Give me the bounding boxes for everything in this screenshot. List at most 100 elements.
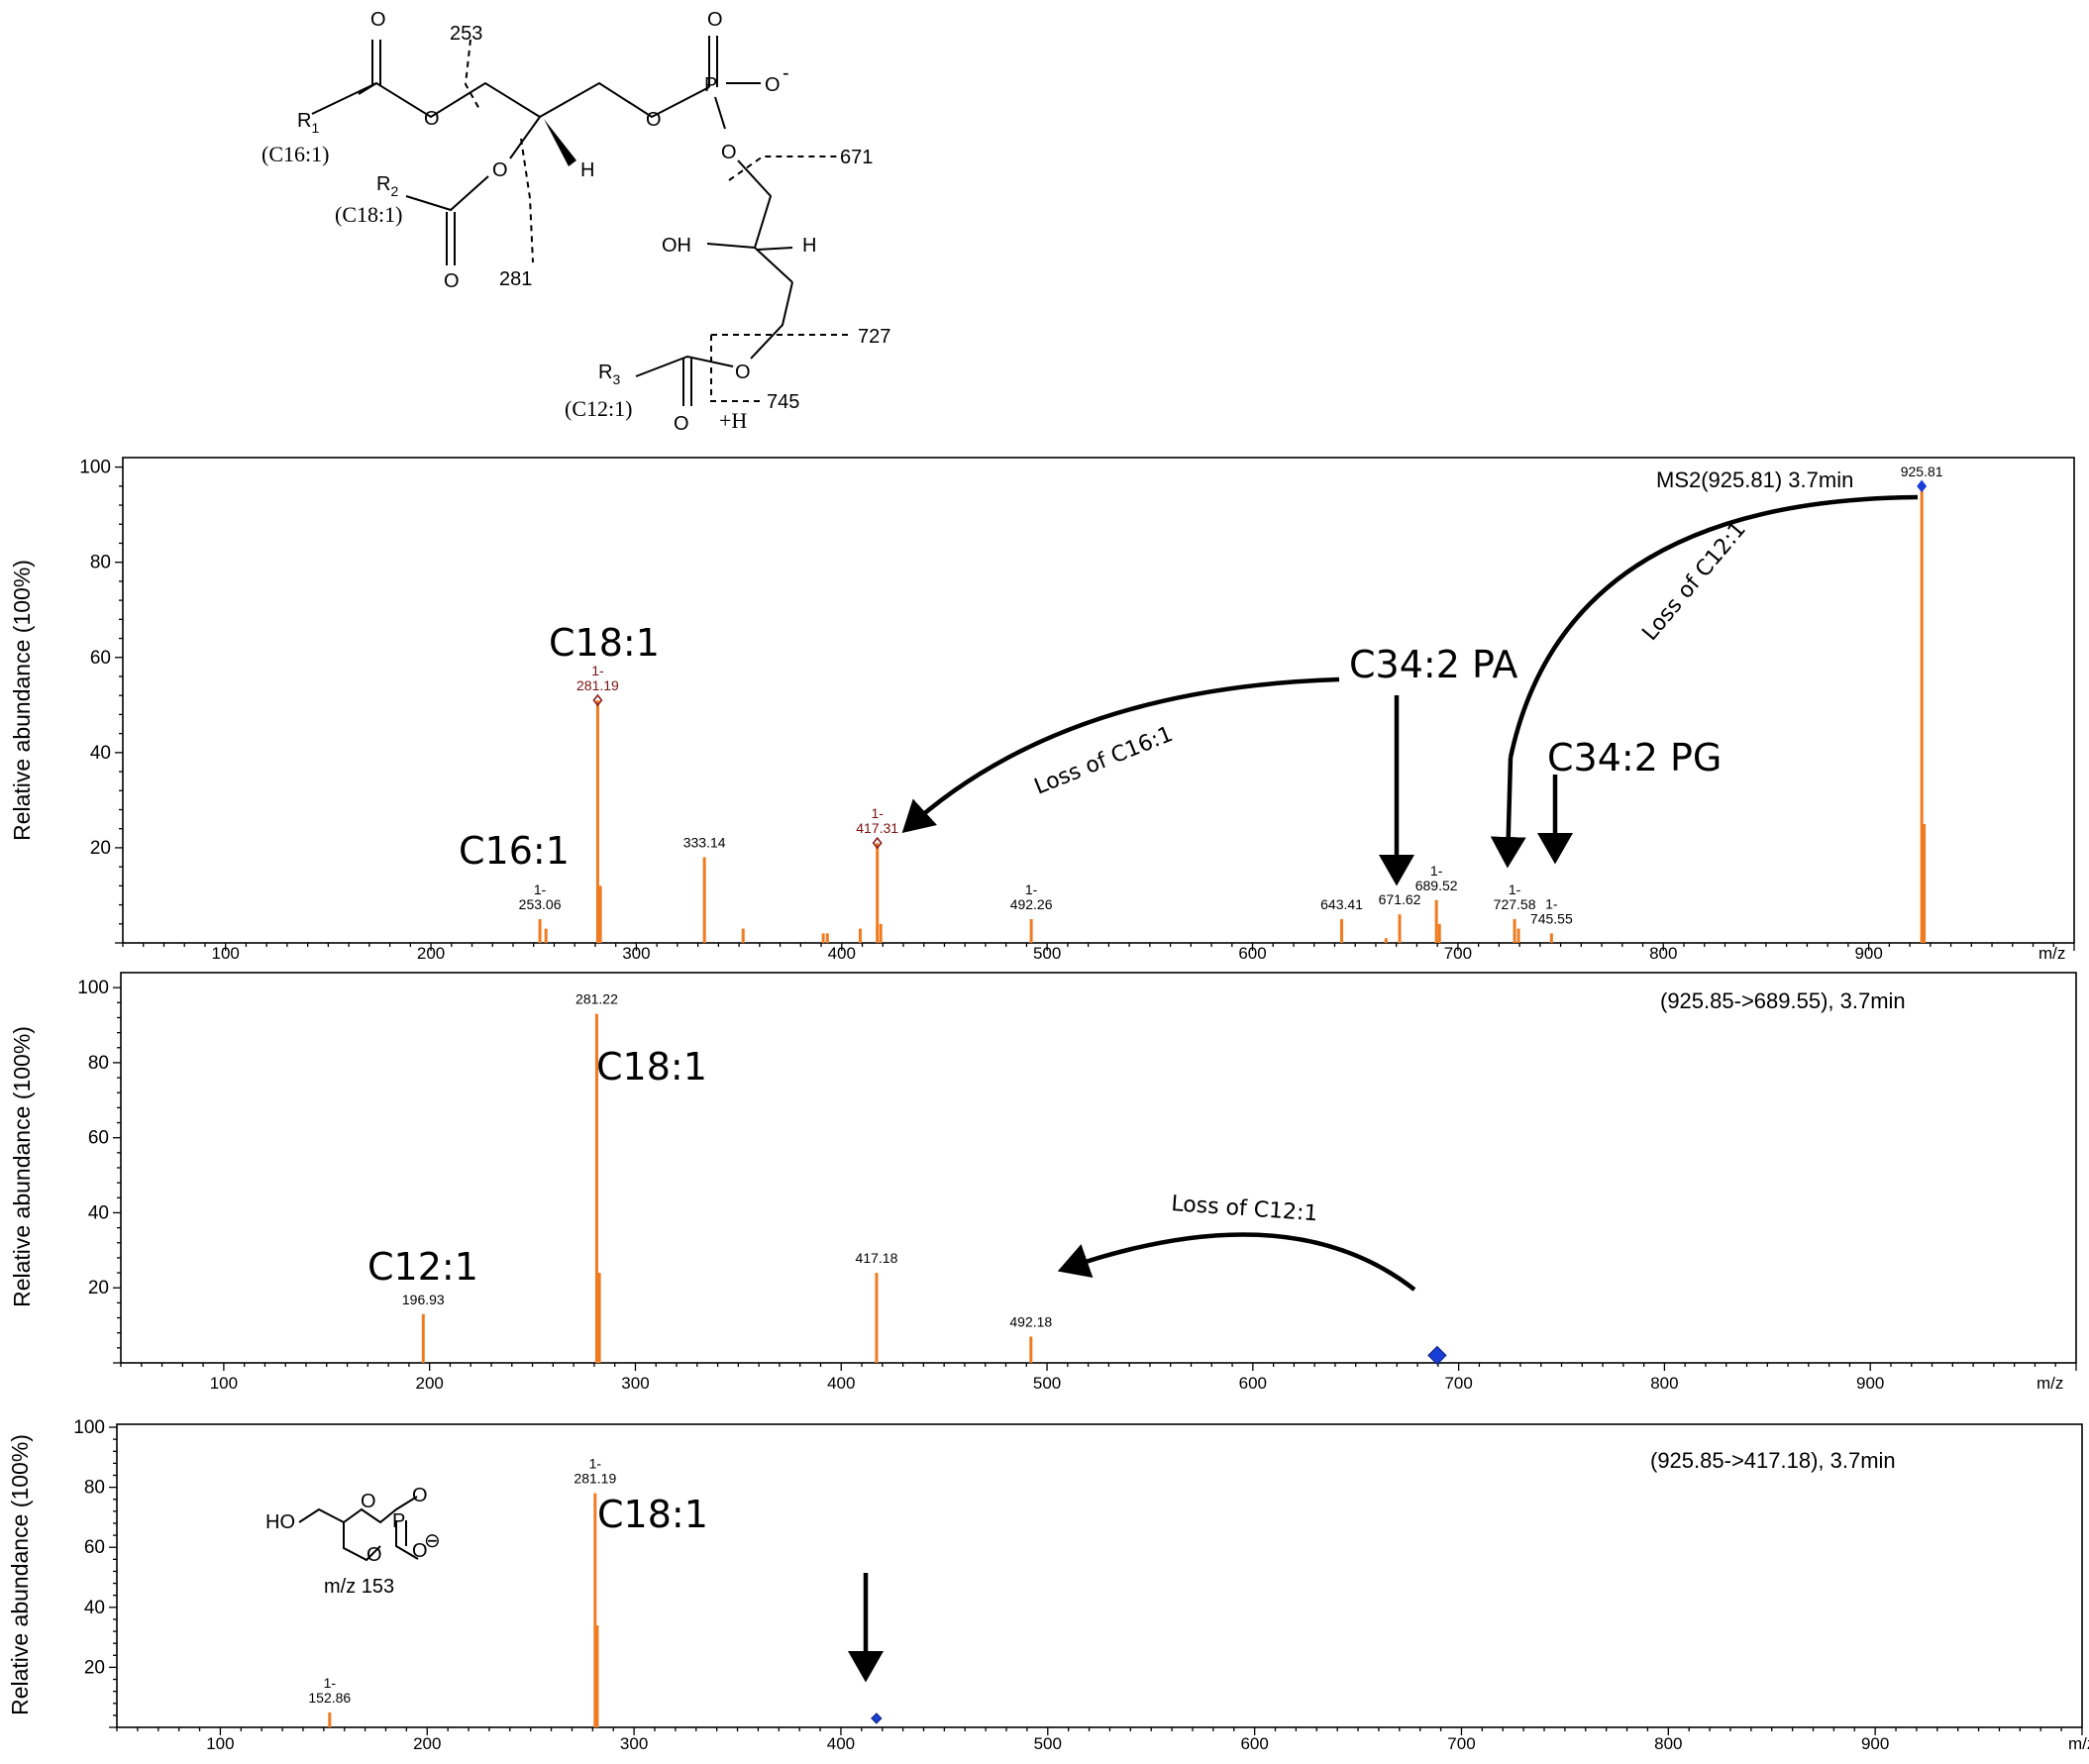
- panel-2-title: (925.85->689.55), 3.7min: [1660, 988, 1906, 1013]
- x-tick-label: 100: [206, 1734, 234, 1753]
- peak-label: 417.31: [856, 820, 898, 836]
- struct-o-9: O: [674, 413, 689, 435]
- struct-h-1: H: [580, 159, 594, 181]
- peak-label-charge: 1-: [589, 1456, 602, 1472]
- y-tick-label: 60: [90, 648, 111, 669]
- peak-label: 671.62: [1379, 891, 1421, 907]
- spectrum-panel-689: Relative abundance (100%) (925.85->689.5…: [9, 972, 2077, 1393]
- precursor-marker: [871, 1712, 883, 1724]
- x-tick-label: 200: [415, 1374, 443, 1393]
- y-tick-label: 20: [84, 1657, 105, 1678]
- inset-o-b: O: [366, 1544, 382, 1566]
- x-tick-label: 500: [1034, 1734, 1062, 1753]
- struct-o-7: O: [444, 270, 460, 292]
- inset-o-a: O: [361, 1491, 376, 1512]
- x-tick-label: 900: [1861, 1734, 1889, 1753]
- y-tick-label: 60: [88, 1128, 109, 1149]
- lipid-structure-diagram: O O O O P O - O O O O O R1 R2 R3 (C16:1)…: [261, 9, 890, 435]
- struct-h-2: H: [802, 235, 816, 257]
- inset-charge: ⊖: [424, 1530, 441, 1552]
- panel-1-arrow-to-727: [1490, 757, 1526, 869]
- peak-label: 492.26: [1010, 896, 1053, 912]
- y-tick-label: 100: [77, 978, 109, 998]
- y-tick-label: 40: [84, 1598, 105, 1618]
- peak-marker: [1917, 479, 1928, 493]
- x-tick-label: 200: [417, 944, 445, 963]
- x-tick-label: 200: [413, 1734, 441, 1753]
- panel-1-annotation-pa: C34:2 PA: [1349, 643, 1517, 686]
- panel-3-y-label: Relative abundance (100%): [7, 1434, 33, 1715]
- precursor-marker: [1427, 1345, 1447, 1366]
- peak-marker: [592, 693, 603, 707]
- struct-p: P: [704, 74, 717, 96]
- inset-caption: m/z 153: [324, 1576, 394, 1598]
- panel-3-peaks: [328, 1493, 599, 1727]
- struct-plus-h: +H: [719, 408, 747, 433]
- y-tick-label: 80: [84, 1478, 105, 1499]
- x-tick-label: 700: [1444, 944, 1472, 963]
- panel-2-annotation-c12-1: C12:1: [367, 1245, 478, 1289]
- panel-1-annotation-c16-1: C16:1: [459, 829, 570, 873]
- struct-o-3: O: [646, 109, 662, 131]
- struct-charge: -: [783, 62, 789, 84]
- x-axis-label: m/z: [2038, 944, 2065, 963]
- struct-r2: R2: [376, 173, 398, 199]
- struct-o-4: O: [707, 9, 723, 31]
- panel-2-annotation-c18-1: C18:1: [596, 1045, 707, 1089]
- peak-label: 492.18: [1009, 1313, 1052, 1329]
- x-tick-label: 900: [1856, 1374, 1884, 1393]
- x-tick-label: 500: [1033, 944, 1061, 963]
- panel-3-title: (925.85->417.18), 3.7min: [1650, 1448, 1896, 1473]
- struct-frag-727: 727: [858, 326, 890, 348]
- peak-label: 925.81: [1901, 464, 1943, 479]
- inset-p: P: [392, 1510, 405, 1532]
- panel-1-frame: [122, 457, 2075, 944]
- panel-1-annotation-loss-16-1: Loss of C16:1: [1031, 722, 1177, 800]
- struct-o-5: O: [721, 142, 737, 163]
- panel-1-y-label: Relative abundance (100%): [9, 560, 35, 841]
- peak-marker: [872, 836, 883, 850]
- panel-1-arrow-loss-12-1: [1508, 494, 1919, 759]
- x-tick-label: 800: [1649, 944, 1677, 963]
- x-tick-label: 600: [1238, 944, 1266, 963]
- x-tick-label: 100: [211, 944, 239, 963]
- y-tick-label: 60: [84, 1537, 105, 1558]
- peak-label-charge: 1-: [1545, 895, 1558, 911]
- y-tick-label: 40: [90, 743, 111, 764]
- x-tick-label: 600: [1240, 1734, 1268, 1753]
- struct-frag-745: 745: [767, 391, 799, 413]
- panel-1-peaks: [538, 485, 1927, 943]
- struct-o-minus: O: [765, 74, 781, 96]
- struct-c12-1: (C12:1): [565, 396, 632, 421]
- y-tick-label: 80: [88, 1053, 109, 1074]
- spectrum-panel-ms2: Relative abundance (100%) MS2(925.81) 3.…: [9, 457, 2075, 963]
- peak-label-charge: 1-: [534, 882, 547, 897]
- peak-label: 745.55: [1530, 910, 1573, 926]
- panel-3-peak-labels: 152.861-281.191-: [308, 1456, 883, 1724]
- x-tick-label: 800: [1654, 1734, 1682, 1753]
- struct-oh: OH: [662, 235, 691, 257]
- peak-label: 196.93: [402, 1292, 445, 1307]
- x-tick-label: 600: [1239, 1374, 1267, 1393]
- y-tick-label: 20: [90, 838, 111, 859]
- struct-o-6: O: [492, 159, 508, 181]
- peak-label: 253.06: [519, 896, 562, 912]
- peak-label: 152.86: [308, 1690, 351, 1706]
- y-tick-label: 100: [73, 1417, 105, 1438]
- x-tick-label: 400: [827, 1374, 855, 1393]
- struct-o-8: O: [735, 362, 751, 383]
- x-tick-label: 500: [1033, 1374, 1061, 1393]
- x-tick-label: 400: [827, 1734, 855, 1753]
- y-tick-label: 40: [88, 1202, 109, 1223]
- panel-3-frame: [116, 1423, 2083, 1728]
- x-tick-label: 300: [622, 944, 650, 963]
- panel-2-y-label: Relative abundance (100%): [9, 1026, 35, 1307]
- spectrum-panel-417: Relative abundance (100%) (925.85->417.1…: [7, 1417, 2089, 1753]
- inset-o-c: O: [412, 1485, 428, 1506]
- struct-c18-1: (C18:1): [335, 202, 402, 227]
- panel-1-annotation-pg: C34:2 PG: [1547, 736, 1722, 779]
- panel-1-peak-labels: 253.061-281.191-333.14417.311-492.261-64…: [519, 464, 1943, 927]
